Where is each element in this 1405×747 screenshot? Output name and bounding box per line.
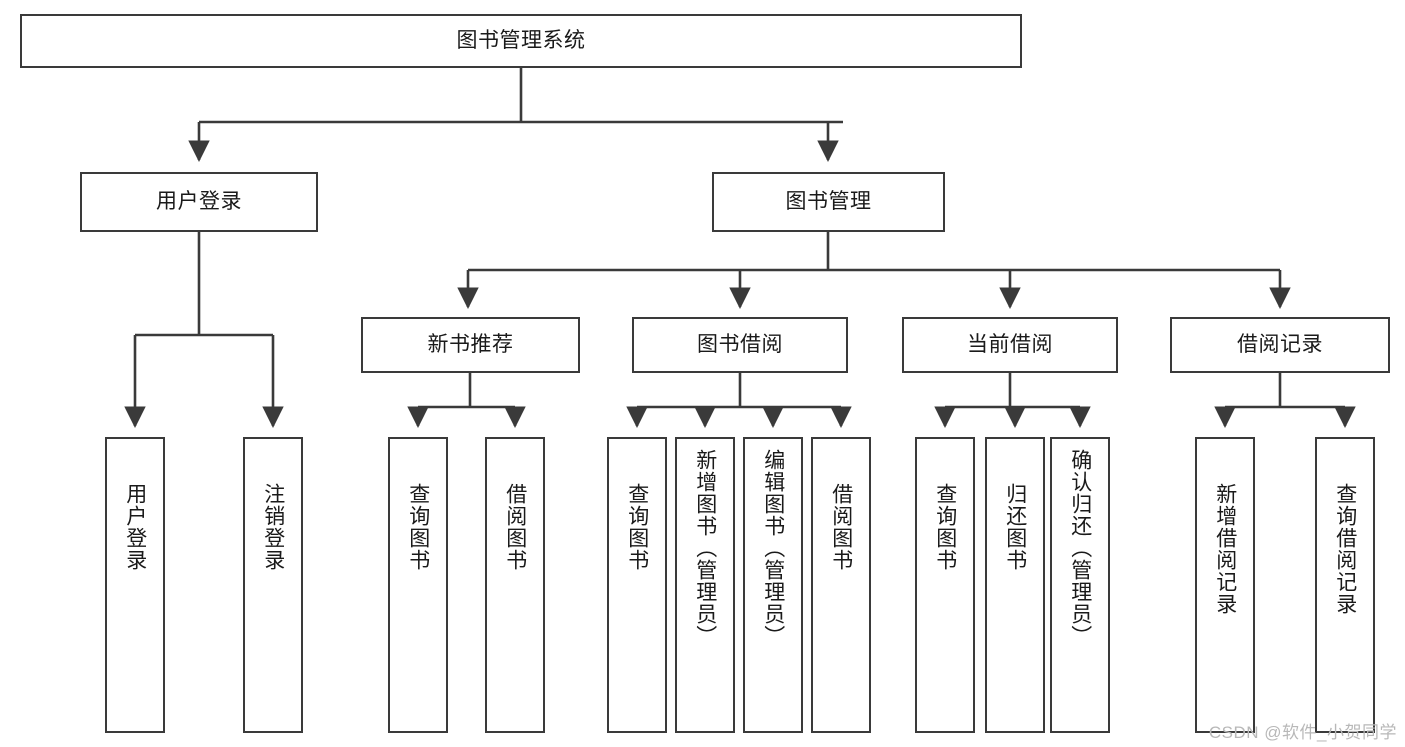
node-leaf-query-record-label: 查询借阅记录: [1333, 483, 1357, 615]
node-current-borrow-label: 当前借阅: [967, 333, 1053, 357]
node-leaf-borrow-book-rec-label: 借阅图书: [503, 483, 527, 571]
edge-bookborrow-to-leaves: [626, 373, 852, 428]
node-leaf-edit-book-label: 编辑图书（管理员）: [761, 449, 785, 647]
node-leaf-confirm-return[interactable]: 确认归还（管理员）: [1050, 437, 1110, 733]
node-leaf-return-book-label: 归还图书: [1003, 483, 1027, 571]
edge-borrowrecord-to-leaves: [1214, 373, 1356, 428]
node-user-login[interactable]: 用户登录: [80, 172, 318, 232]
node-leaf-query-book-bor-label: 查询图书: [625, 483, 649, 571]
node-leaf-query-book-rec[interactable]: 查询图书: [388, 437, 448, 733]
node-current-borrow[interactable]: 当前借阅: [902, 317, 1118, 373]
node-leaf-logout[interactable]: 注销登录: [243, 437, 303, 733]
node-book-borrow[interactable]: 图书借阅: [632, 317, 848, 373]
node-leaf-user-login-label: 用户登录: [123, 483, 147, 571]
node-new-book-rec[interactable]: 新书推荐: [361, 317, 580, 373]
node-leaf-query-book-cur[interactable]: 查询图书: [915, 437, 975, 733]
node-leaf-query-book-rec-label: 查询图书: [406, 483, 430, 571]
node-user-login-label: 用户登录: [156, 190, 242, 214]
node-book-manage[interactable]: 图书管理: [712, 172, 945, 232]
node-book-manage-label: 图书管理: [785, 190, 872, 214]
edge-bookmanage-to-level2: [457, 232, 1291, 309]
node-leaf-return-book[interactable]: 归还图书: [985, 437, 1045, 733]
node-leaf-add-record-label: 新增借阅记录: [1213, 483, 1237, 615]
node-new-book-rec-label: 新书推荐: [427, 333, 514, 357]
edge-newbookrec-to-leaves: [407, 373, 526, 428]
edge-currentborrow-to-leaves: [934, 373, 1091, 428]
node-leaf-borrow-book-rec[interactable]: 借阅图书: [485, 437, 545, 733]
node-borrow-record[interactable]: 借阅记录: [1170, 317, 1390, 373]
edge-userlogin-to-leaves: [124, 232, 284, 428]
node-leaf-query-book-cur-label: 查询图书: [933, 483, 957, 571]
node-leaf-add-record[interactable]: 新增借阅记录: [1195, 437, 1255, 733]
node-leaf-logout-label: 注销登录: [261, 483, 285, 571]
node-leaf-query-book-bor[interactable]: 查询图书: [607, 437, 667, 733]
node-leaf-add-book[interactable]: 新增图书（管理员）: [675, 437, 735, 733]
node-borrow-record-label: 借阅记录: [1237, 333, 1323, 357]
node-root-label: 图书管理系统: [456, 29, 586, 53]
edge-root-to-level1: [188, 68, 843, 162]
node-leaf-add-book-label: 新增图书（管理员）: [693, 449, 717, 647]
node-leaf-borrow-book-bor[interactable]: 借阅图书: [811, 437, 871, 733]
node-leaf-confirm-return-label: 确认归还（管理员）: [1068, 449, 1092, 647]
node-leaf-query-record[interactable]: 查询借阅记录: [1315, 437, 1375, 733]
node-leaf-borrow-book-bor-label: 借阅图书: [829, 483, 853, 571]
node-book-borrow-label: 图书借阅: [697, 333, 783, 357]
node-root[interactable]: 图书管理系统: [20, 14, 1022, 68]
node-leaf-user-login[interactable]: 用户登录: [105, 437, 165, 733]
node-leaf-edit-book[interactable]: 编辑图书（管理员）: [743, 437, 803, 733]
